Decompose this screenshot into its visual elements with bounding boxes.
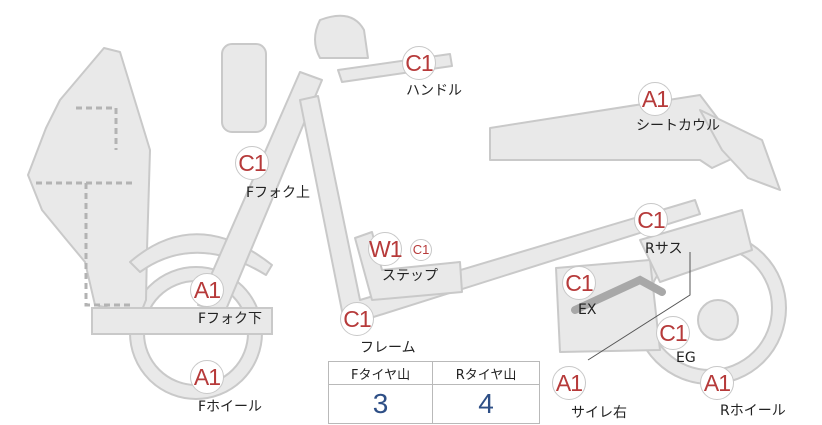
rear-sus-label: Rサス — [645, 241, 683, 257]
rear-sus-grade-badge: C1 — [634, 203, 668, 237]
screen-shape — [314, 14, 369, 59]
tire-tread-header-row: Fタイヤ山 Rタイヤ山 — [327, 361, 540, 385]
handle-grade-badge: C1 — [402, 46, 436, 80]
tire-tread-table: Fタイヤ山 Rタイヤ山 3 4 — [327, 361, 540, 424]
exhaust-pipe-shape — [571, 275, 666, 314]
fork-upper-label: Fフォク上 — [246, 185, 311, 201]
step-grade2-badge: C1 — [410, 239, 432, 261]
step-shape — [354, 231, 463, 301]
fork-lower-shape — [91, 307, 273, 335]
tire-tread-value-row: 3 4 — [327, 384, 540, 424]
engine-label: EG — [676, 350, 696, 366]
step-grade-badge: W1 — [368, 232, 403, 266]
headlight-shape — [221, 43, 267, 133]
step-label: ステップ — [382, 268, 438, 284]
front-tread-value: 3 — [327, 384, 434, 424]
front-wheel-label: Fホイール — [198, 399, 263, 415]
muffler-r-grade-badge: A1 — [552, 366, 586, 400]
seat-cowl-grade-badge: A1 — [638, 82, 672, 116]
rear-tread-header: Rタイヤ山 — [432, 361, 540, 385]
rear-wheel-label: Rホイール — [720, 403, 786, 419]
front-wheel-grade-badge: A1 — [190, 360, 224, 394]
rear-hub-shape — [697, 299, 739, 341]
muffler-leader-line — [587, 252, 691, 361]
rear-tread-value: 4 — [432, 384, 540, 424]
frame-grade-badge: C1 — [340, 302, 374, 336]
seat-shape — [489, 94, 741, 169]
handle-label: ハンドル — [406, 83, 462, 99]
rear-shock-shape — [639, 209, 753, 283]
fork-upper-grade-badge: C1 — [235, 146, 269, 180]
tail-shape — [699, 109, 781, 191]
muffler-r-label: サイレ右 — [571, 405, 627, 421]
fork-lower-label: Fフォク下 — [198, 311, 263, 327]
seat-cowl-label: シートカウル — [636, 118, 720, 134]
exhaust-label: EX — [578, 302, 597, 318]
fork-lower-grade-badge: A1 — [190, 273, 224, 307]
rear-wheel-grade-badge: A1 — [700, 366, 734, 400]
front-tread-header: Fタイヤ山 — [327, 361, 434, 385]
frame-label: フレーム — [360, 340, 416, 356]
exhaust-grade-badge: C1 — [562, 266, 596, 300]
engine-grade-badge: C1 — [656, 316, 690, 350]
